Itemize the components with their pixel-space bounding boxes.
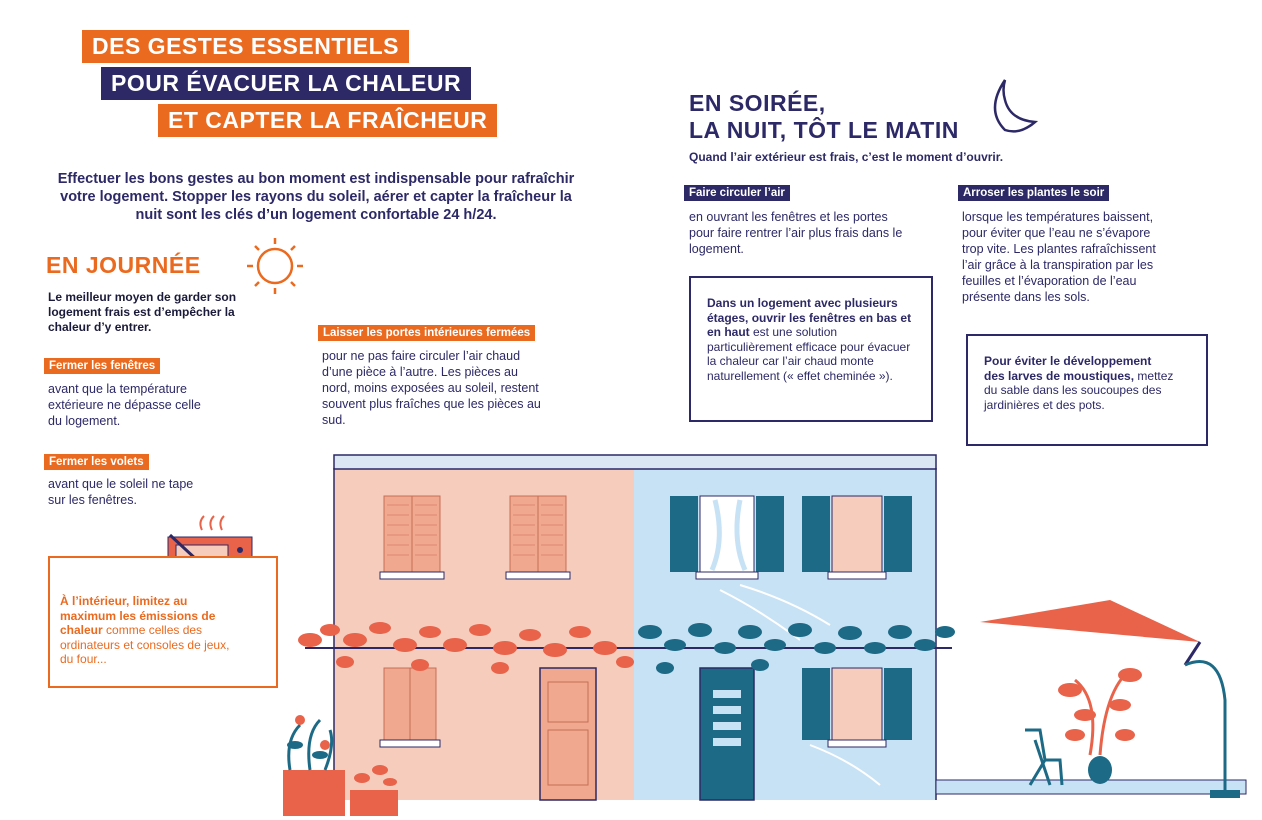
parasol bbox=[980, 600, 1240, 798]
tip-text-close-shutters: avant que le soleil ne tape sur les fenê… bbox=[48, 477, 194, 507]
mosquito-box: Pour éviter le développement des larves … bbox=[966, 334, 1208, 446]
window-open-right-2 bbox=[802, 495, 912, 580]
terrace-plant bbox=[1058, 668, 1142, 784]
tip-tag-air-circulation: Faire circuler l’air bbox=[684, 185, 790, 201]
window-open-right-1 bbox=[670, 495, 784, 580]
planter-left-2 bbox=[350, 765, 398, 816]
tip-text-close-windows: avant que la température extérieure ne d… bbox=[48, 382, 201, 428]
window-closed-left-3 bbox=[379, 667, 441, 748]
day-lead: Le meilleur moyen de garder son logement… bbox=[48, 290, 237, 334]
climbing-plant-right bbox=[638, 623, 955, 674]
heat-emissions-text: À l’intérieur, limitez au maximum les ém… bbox=[60, 594, 230, 666]
night-title-line-2: LA NUIT, TÔT LE MATIN bbox=[689, 117, 959, 143]
planter-left-1 bbox=[283, 715, 345, 816]
door-left bbox=[539, 667, 597, 801]
night-title-line-1: EN SOIRÉE, bbox=[689, 90, 826, 116]
chimney-effect-text: Dans un logement avec plusieurs étages, … bbox=[707, 296, 912, 383]
tip-text-air-circulation: en ouvrant les fenêtres et les portes po… bbox=[689, 210, 903, 256]
mosquito-text: Pour éviter le développement des larves … bbox=[984, 354, 1174, 412]
tip-tag-close-windows: Fermer les fenêtres bbox=[44, 358, 161, 374]
tip-text-water-plants: lorsque les températures baissent, pour … bbox=[962, 210, 1156, 304]
moon-icon bbox=[993, 79, 1039, 133]
intro-paragraph: Effectuer les bons gestes au bon moment … bbox=[57, 171, 575, 223]
tip-tag-water-plants: Arroser les plantes le soir bbox=[958, 185, 1110, 201]
tip-tag-close-shutters: Fermer les volets bbox=[44, 454, 149, 470]
tip-text-close-doors: pour ne pas faire circuler l’air chaud d… bbox=[322, 349, 541, 427]
terrace-chair bbox=[1025, 728, 1064, 786]
heat-emissions-box: À l’intérieur, limitez au maximum les ém… bbox=[48, 556, 278, 688]
terrace-floor bbox=[935, 779, 1247, 795]
title-line-3: ET CAPTER LA FRAÎCHEUR bbox=[158, 104, 498, 137]
tip-tag-close-doors: Laisser les portes intérieures fermées bbox=[318, 325, 536, 341]
window-closed-left-1 bbox=[379, 495, 445, 580]
window-open-right-3 bbox=[802, 667, 912, 748]
night-section-title: EN SOIRÉE, LA NUIT, TÔT LE MATIN bbox=[689, 90, 959, 144]
sun-icon bbox=[247, 238, 303, 294]
night-subtitle: Quand l’air extérieur est frais, c’est l… bbox=[689, 150, 1004, 164]
window-closed-left-2 bbox=[505, 495, 571, 580]
title-line-1: DES GESTES ESSENTIELS bbox=[82, 30, 410, 63]
chimney-effect-box: Dans un logement avec plusieurs étages, … bbox=[689, 276, 933, 422]
house-cornice bbox=[333, 454, 937, 470]
door-right bbox=[699, 667, 755, 801]
climbing-plant-left bbox=[298, 622, 634, 674]
title-line-2: POUR ÉVACUER LA CHALEUR bbox=[101, 67, 472, 100]
day-section-title: EN JOURNÉE bbox=[46, 252, 201, 278]
